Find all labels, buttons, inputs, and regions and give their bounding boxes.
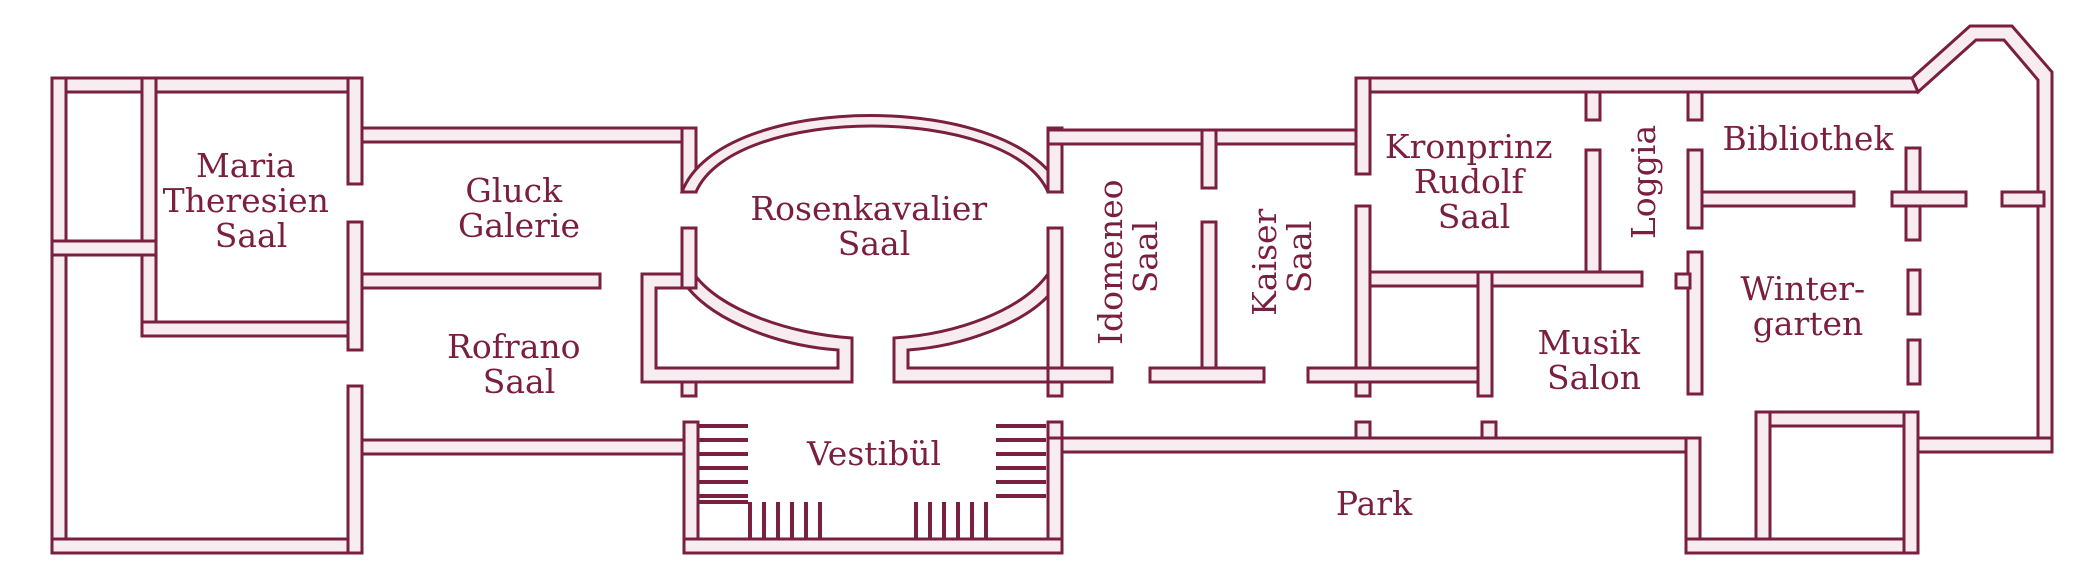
wall-gluck-top xyxy=(360,126,698,144)
wall-vestibuel-right xyxy=(1046,420,1064,555)
wall-east-tower xyxy=(1910,24,2054,454)
room-labels: Maria Theresien Saal Gluck Galerie Rosen… xyxy=(163,119,1895,523)
wall-kronprinz-stub-a xyxy=(1584,90,1602,122)
label-musik-salon: Musik Salon xyxy=(1537,323,1650,397)
wall-rosen-dome xyxy=(679,114,1065,194)
stair-left-flight xyxy=(748,502,822,539)
wall-vest-stub-r xyxy=(1046,420,1064,440)
wall-rosen-right-foot xyxy=(1046,380,1064,398)
wall-left-niche-bottom xyxy=(50,239,158,257)
stair-left-landing xyxy=(698,424,748,504)
wall-vestibuel-left xyxy=(682,420,700,555)
wall-kaiser-base xyxy=(1148,366,1266,384)
wall-park-top-b xyxy=(1916,436,2054,454)
label-maria-theresien: Maria Theresien Saal xyxy=(163,146,340,255)
wall-east-box-frame-left xyxy=(1754,410,1772,541)
wall-kaiser-stem xyxy=(1200,220,1218,384)
wall-east-box-frame-top xyxy=(1754,410,1920,428)
wall-park-stub-b xyxy=(1480,420,1498,440)
wall-east-box-frame-right xyxy=(1902,410,1920,555)
wall-winter-dash-b xyxy=(1906,338,1922,386)
wall-left-outer-left xyxy=(50,76,68,555)
wall-left-spine-a xyxy=(346,76,364,186)
wall-biblio-right-arm xyxy=(2000,190,2046,208)
stair-right-landing xyxy=(996,424,1046,498)
wall-rosen-right-lobe xyxy=(892,272,1064,384)
wall-east-top xyxy=(1356,76,1920,94)
wall-kronprinz-left-a xyxy=(1354,76,1372,176)
wall-biblio-t-arm xyxy=(1700,190,1856,208)
wall-winter-dash-a xyxy=(1906,268,1922,316)
label-bibliothek: Bibliothek xyxy=(1723,119,1895,158)
wall-idomeneo-bottom xyxy=(1046,366,1114,384)
wall-park-stub-a xyxy=(1354,420,1372,440)
wall-idomeneo-stub xyxy=(1200,128,1218,190)
label-park: Park xyxy=(1336,484,1413,523)
wall-kronprinz-left-b xyxy=(1354,204,1372,398)
wall-east-box-left xyxy=(1684,436,1702,555)
wall-small-room-bottom xyxy=(1306,366,1494,384)
wall-maria-bottom xyxy=(140,320,364,338)
walls xyxy=(50,24,2054,555)
wall-rosen-left-lobe xyxy=(640,272,854,384)
wall-biblio-t-stem xyxy=(1686,148,1704,230)
wall-rosen-left-stub xyxy=(680,226,698,290)
label-idomeneo: Idomeneo Saal xyxy=(1091,169,1165,345)
wall-rosen-left-foot xyxy=(680,380,698,398)
label-loggia: Loggia xyxy=(1624,125,1663,239)
label-rofrano: Rofrano Saal xyxy=(447,327,591,401)
wall-rofrano-bottom xyxy=(360,438,686,456)
label-wintergarten: Winter- garten xyxy=(1740,269,1875,343)
wall-left-outer-top xyxy=(50,76,364,94)
wall-left-outer-bottom xyxy=(50,537,364,555)
wall-kronprinz-right xyxy=(1584,148,1602,288)
wall-idomeneo-left xyxy=(1046,226,1064,384)
stairs xyxy=(698,424,1046,539)
wall-inner-box-top xyxy=(1368,270,1494,288)
wall-inner-box-right xyxy=(1476,270,1494,398)
label-vestibuel: Vestibül xyxy=(806,434,941,473)
label-kaiser: Kaiser Saal xyxy=(1245,198,1319,316)
wall-east-box-bottom xyxy=(1684,537,1920,555)
label-kronprinz-rudolf: Kronprinz Rudolf Saal xyxy=(1385,127,1563,236)
label-gluck-galerie: Gluck Galerie xyxy=(458,171,580,245)
wall-musik-top xyxy=(1490,270,1644,288)
stair-right-flight xyxy=(914,502,988,539)
wall-gluck-divider xyxy=(360,272,602,290)
wall-left-spine-b xyxy=(346,220,364,352)
wall-winter-notch xyxy=(1674,272,1692,290)
wall-left-spine-c xyxy=(346,384,364,555)
wall-biblio-cross-h xyxy=(1890,190,1968,208)
wall-vestibuel-bottom xyxy=(682,537,1064,555)
label-rosenkavalier: Rosenkavalier Saal xyxy=(750,189,997,263)
wall-left-niche-right xyxy=(140,76,158,338)
wall-park-top-a xyxy=(1060,436,1690,454)
wall-kronprinz-stub-b xyxy=(1686,90,1704,122)
